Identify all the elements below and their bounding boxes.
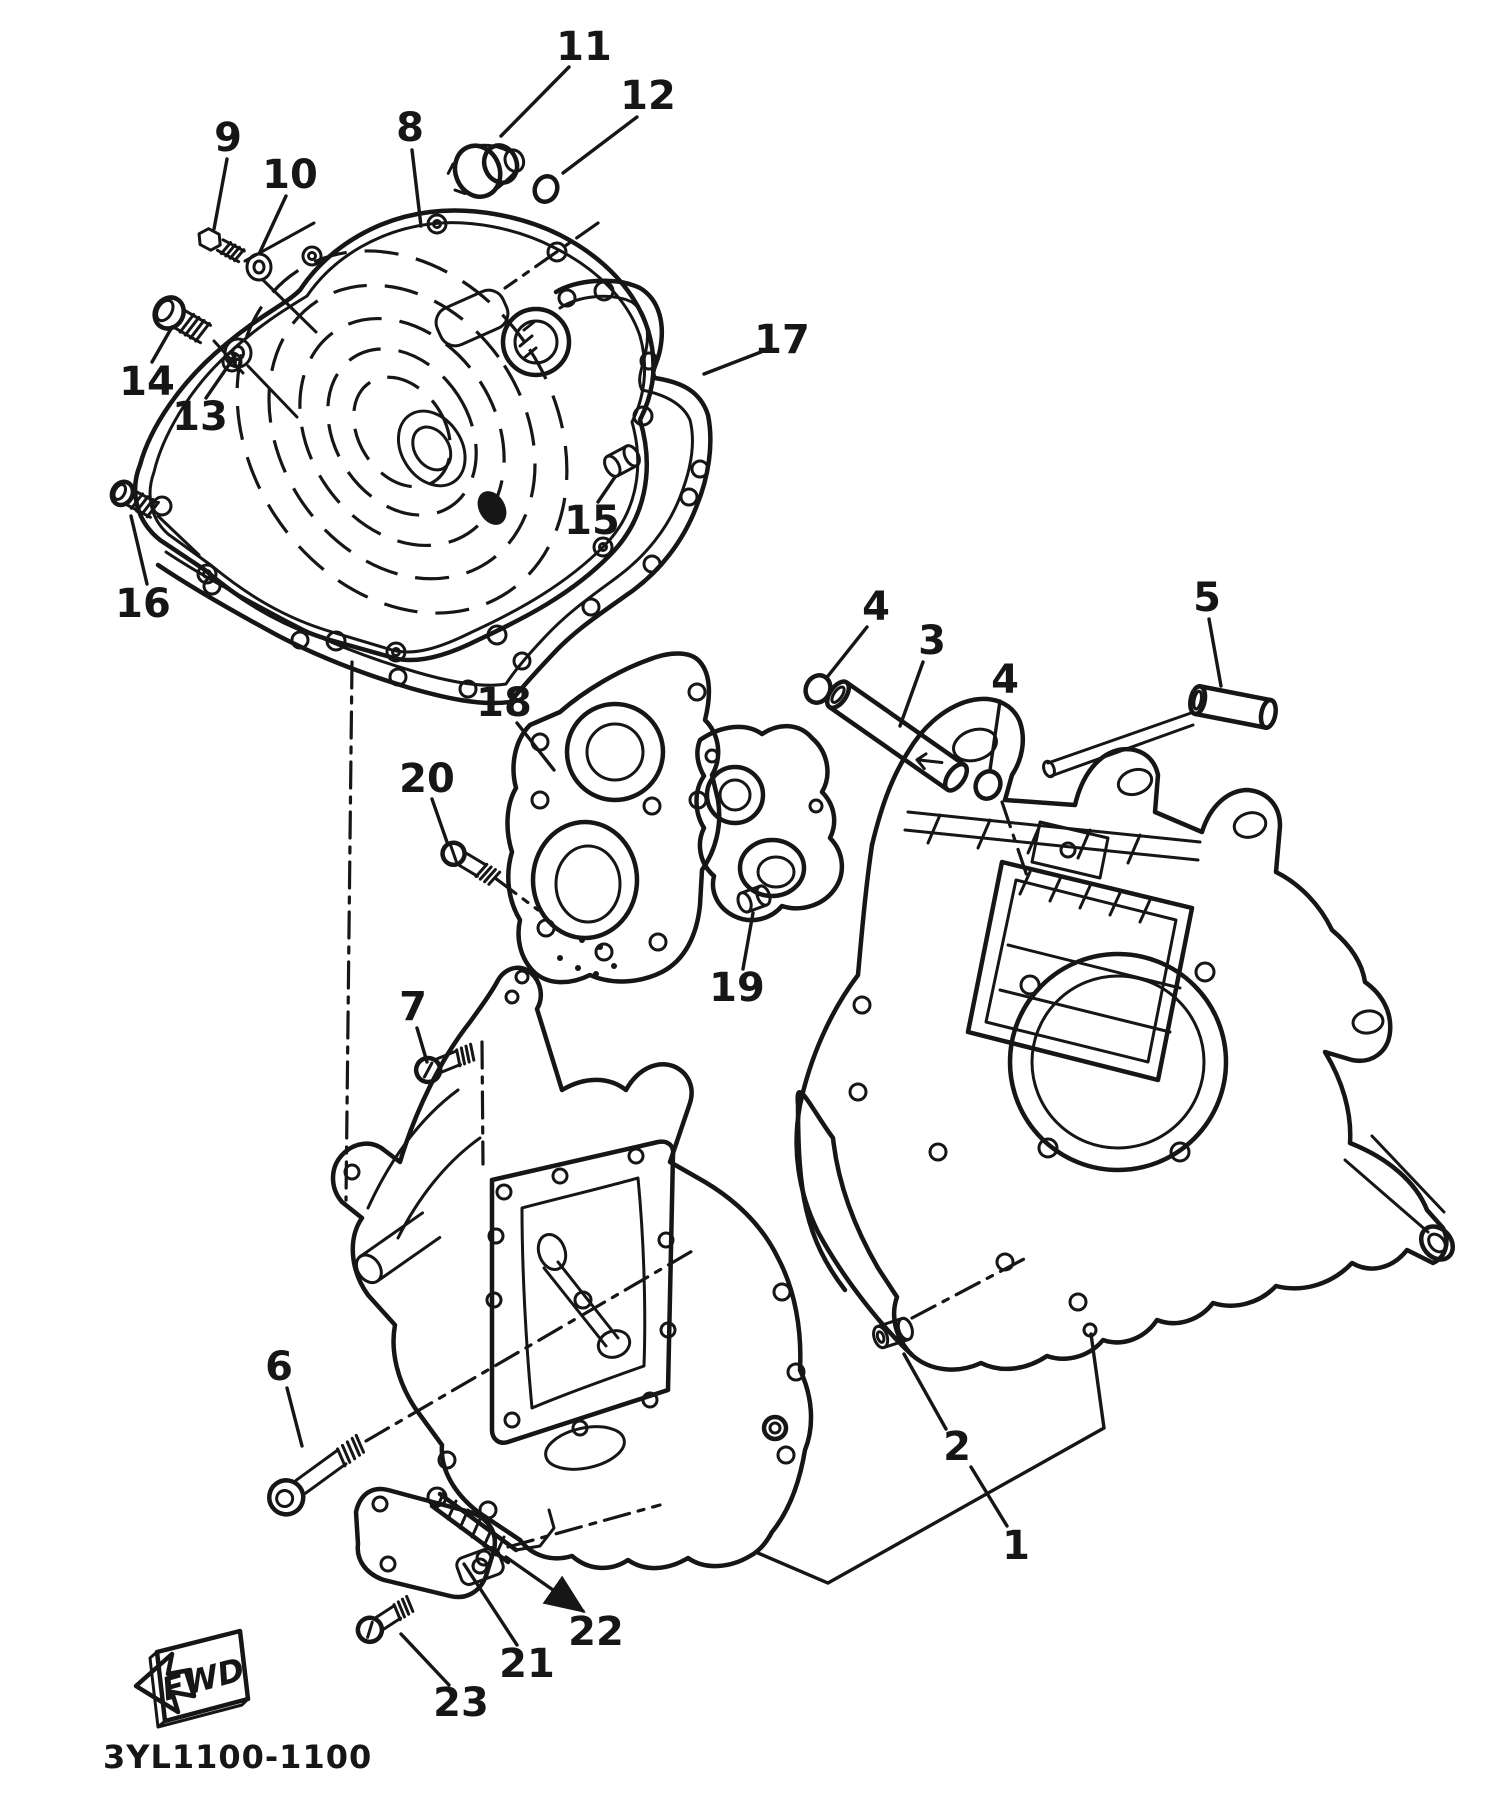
- callout-2-axis: [910, 1257, 1026, 1320]
- screw-23: [355, 1594, 415, 1645]
- callout-4a-leader: [826, 625, 869, 678]
- bolt-6: [267, 1433, 366, 1517]
- cover-plug-boss: [434, 288, 510, 348]
- callout-1-label: 1: [1002, 1523, 1030, 1569]
- callout-13-label: 13: [172, 394, 228, 440]
- callout-10-leader: [258, 194, 288, 254]
- callout-8-label: 8: [396, 105, 424, 151]
- callout-16-label: 16: [115, 581, 171, 627]
- baffle-plate-18: [505, 651, 722, 985]
- bolt-14: [152, 295, 213, 345]
- callout-23-label: 23: [433, 1680, 489, 1726]
- callout-22-label: 22: [568, 1609, 624, 1655]
- mount-ear-holes: [952, 727, 1385, 1035]
- bay-flange-holes: [485, 1147, 677, 1437]
- callout-1-leader: [756, 1332, 1106, 1585]
- cover-oil-passage: [477, 491, 507, 525]
- callout-11-leader: [499, 65, 571, 138]
- callout-21-label: 21: [499, 1641, 555, 1687]
- callout-6-label: 6: [265, 1344, 293, 1390]
- callout-18-label: 18: [476, 680, 532, 726]
- callout-6-axis: [364, 1248, 696, 1443]
- callout-3-label: 3: [918, 618, 946, 664]
- o-ring-4b: [973, 769, 1003, 801]
- callout-10-label: 10: [262, 152, 318, 198]
- crankcase-cover-8: [132, 208, 656, 663]
- callout-4b-leader: [988, 699, 1002, 772]
- callout-12-axis: [503, 221, 600, 290]
- callout-18-leader: [515, 721, 556, 772]
- callout-14-label: 14: [119, 359, 175, 405]
- dowel-pin-15: [603, 444, 641, 478]
- screw-7: [413, 1042, 476, 1085]
- callout-15-label: 15: [564, 498, 620, 544]
- callout-4a-label: 4: [862, 584, 890, 630]
- callout-11-label: 11: [556, 24, 612, 70]
- callout-6-leader: [285, 1386, 304, 1448]
- callout-3-leader: [898, 660, 925, 728]
- callout-20-leader: [430, 797, 449, 844]
- callout-2-leader: [902, 1352, 948, 1431]
- fastener-position-lines: [156, 221, 318, 557]
- callout-7-leader: [415, 1026, 429, 1064]
- callout-15-leader: [596, 475, 617, 504]
- callout-23-leader: [399, 1632, 451, 1687]
- callout-4b-axis: [1000, 800, 1029, 878]
- plate-stipple: [557, 937, 617, 977]
- callout-16-leader: [129, 514, 149, 586]
- callout-19-leader: [741, 911, 755, 971]
- case-edge-holes: [343, 969, 806, 1520]
- oil-plug-11: [446, 143, 526, 199]
- callout-7-label: 7: [399, 984, 427, 1030]
- right-crankcase-half: [794, 696, 1456, 1372]
- dowel-pin-19: [736, 884, 772, 914]
- case-flange-holes: [848, 995, 1098, 1338]
- callout-12-leader: [561, 115, 639, 175]
- callout-1-leader: [969, 1465, 1009, 1528]
- breather-pipe: [1042, 711, 1195, 779]
- callout-17-leader: [702, 350, 763, 376]
- left-crankcase-half: [330, 965, 814, 1571]
- callout-20-axis: [493, 876, 540, 912]
- callout-17-label: 17: [754, 317, 810, 363]
- crank-detail: [536, 1233, 632, 1359]
- callout-5-leader: [1207, 617, 1223, 688]
- dowel-pin-2: [872, 1316, 914, 1350]
- callout-13-leader: [204, 354, 237, 400]
- callout-4b-label: 4: [991, 657, 1019, 703]
- callout-9-label: 9: [214, 115, 242, 161]
- callout-5-label: 5: [1193, 575, 1221, 621]
- gasket-holes: [202, 288, 710, 699]
- callout-21-leader: [462, 1562, 519, 1647]
- o-ring-12: [532, 174, 560, 204]
- callout-19-label: 19: [709, 965, 765, 1011]
- callout-20-label: 20: [399, 756, 455, 802]
- cover-threaded-boss: [500, 306, 572, 378]
- cover-bolt-holes: [151, 213, 654, 663]
- callout-22-leader: [504, 1555, 586, 1613]
- diagram-code: 3YL1100-1100: [103, 1738, 372, 1776]
- bolt-9: [197, 227, 246, 264]
- callout-9-leader: [212, 157, 229, 231]
- callout-2-label: 2: [943, 1424, 971, 1470]
- callout-12-label: 12: [620, 73, 676, 119]
- bolt-16: [109, 479, 160, 519]
- case-mouth-bosses: [1019, 961, 1216, 1163]
- cover-cone-pattern: [235, 249, 569, 615]
- exploded-view-drawing: FWD 3YL1100-1100: [103, 143, 1456, 1776]
- oil-pump-body: [694, 724, 844, 923]
- fwd-badge: FWD: [133, 1628, 251, 1729]
- o-ring-4a: [803, 673, 833, 705]
- hose-5: [1188, 684, 1278, 730]
- callout-8-leader: [410, 148, 423, 228]
- callout-7-axis: [480, 1040, 485, 1166]
- screw-20: [440, 840, 502, 886]
- fwd-arrow-icon: [133, 1651, 197, 1715]
- callout-14-leader: [150, 325, 174, 364]
- assembly-axis-lines: [344, 660, 662, 1549]
